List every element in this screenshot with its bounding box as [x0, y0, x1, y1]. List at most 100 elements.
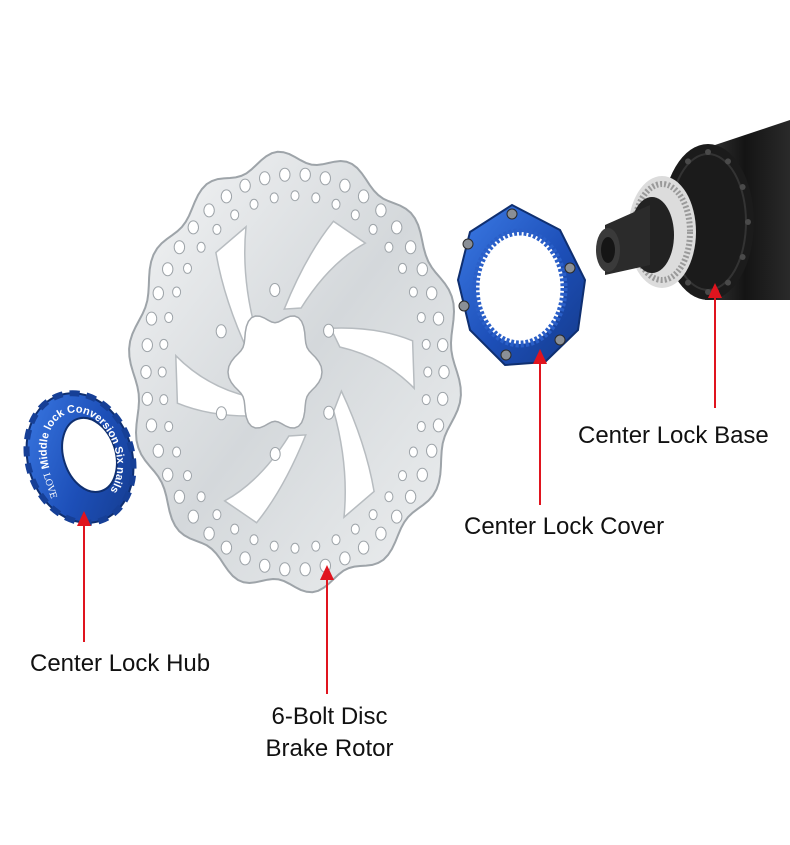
rotor-vent-hole — [279, 562, 291, 577]
rotor-vent-hole — [152, 443, 165, 458]
rotor-vent-hole — [416, 421, 426, 432]
rotor-vent-hole — [164, 421, 174, 432]
hub-spoke-hole — [685, 158, 691, 165]
rotor-vent-hole — [350, 209, 360, 221]
rotor-vent-hole — [140, 365, 152, 379]
rotor-vent-hole — [408, 286, 418, 298]
rotor-vent-hole — [299, 562, 311, 577]
rotor-vent-hole — [259, 558, 271, 573]
rotor-vent-hole — [164, 312, 174, 323]
label-center-lock-base: Center Lock Base — [578, 422, 769, 449]
rotor-vent-hole — [357, 189, 370, 204]
rotor-vent-hole — [311, 192, 321, 204]
rotor-bolt-hole — [323, 405, 335, 420]
rotor-spoke-cutout — [215, 225, 258, 355]
rotor-vent-hole — [203, 526, 215, 541]
rotor-spoke-cutout — [283, 220, 367, 310]
rotor-vent-hole — [290, 190, 300, 202]
rotor-vent-hole — [432, 418, 445, 433]
hub-spoke-hole — [685, 279, 691, 286]
rotor-vent-hole — [187, 220, 200, 235]
rotor-vent-hole — [391, 509, 403, 524]
rotor-vent-hole — [230, 209, 240, 221]
rotor-vent-hole — [339, 551, 351, 566]
rotor-vent-hole — [183, 470, 192, 482]
rotor-vent-hole — [172, 446, 182, 458]
rotor-vent-hole — [196, 491, 206, 503]
hub-spoke-hole — [705, 149, 711, 155]
rotor-vent-hole — [173, 489, 186, 504]
rotor-vent-hole — [416, 262, 428, 277]
rotor-spoke-cutout — [329, 327, 416, 391]
rotor-vent-hole — [408, 446, 418, 458]
rotor-vent-hole — [183, 262, 192, 274]
rotor-vent-hole — [203, 203, 215, 218]
rotor-vent-hole — [432, 311, 445, 326]
rotor-vent-hole — [416, 312, 426, 323]
hub-spoke-hole — [725, 158, 731, 165]
rotor-vent-hole — [269, 540, 279, 552]
rotor-vent-hole — [239, 551, 251, 566]
rotor-vent-hole — [368, 509, 378, 521]
rotor-vent-hole — [319, 171, 331, 186]
rotor-vent-hole — [220, 189, 233, 204]
rotor-vent-hole — [141, 338, 154, 353]
label-rotor-line2: Brake Rotor — [265, 735, 394, 763]
rotor-vent-hole — [212, 509, 222, 521]
rotor-bolt-hole — [323, 323, 335, 338]
center-lock-cover-part — [456, 203, 587, 367]
rotor-vent-hole — [391, 220, 403, 235]
rotor-vent-hole — [398, 470, 407, 482]
rotor-vent-hole — [331, 198, 341, 210]
hub-spoke-hole — [705, 289, 711, 295]
rotor-vent-hole — [398, 262, 407, 274]
rotor-vent-hole — [290, 542, 300, 554]
rotor-spoke-cutout — [174, 353, 261, 417]
rotor-vent-hole — [141, 391, 154, 406]
hub-spoke-hole — [739, 254, 746, 260]
rotor-vent-hole — [437, 338, 449, 353]
rotor-vent-hole — [172, 286, 182, 298]
arrow-center-lock-base — [708, 283, 722, 408]
arrow-center-lock-hub — [77, 511, 91, 642]
rotor-spoke-cutout — [332, 389, 375, 519]
rotor-vent-hole — [404, 240, 417, 255]
hub-spoke-hole — [739, 184, 746, 190]
rotor-vent-hole — [259, 171, 271, 186]
rotor-vent-hole — [269, 192, 279, 204]
rotor-vent-hole — [404, 489, 417, 504]
rotor-vent-hole — [311, 540, 321, 552]
rotor-vent-hole — [145, 418, 158, 433]
rotor-vent-hole — [230, 523, 240, 535]
hub-spoke-hole — [745, 219, 751, 225]
rotor-vent-hole — [438, 365, 450, 379]
rotor-vent-hole — [357, 540, 370, 555]
rotor-vent-hole — [384, 241, 394, 253]
rotor-vent-hole — [159, 338, 169, 350]
label-disc-brake-rotor: 6-Bolt Disc Brake Rotor — [252, 701, 407, 766]
rotor-vent-hole — [416, 467, 428, 482]
rotor-bolt-hole — [215, 324, 227, 339]
rotor-vent-hole — [421, 394, 431, 406]
rotor-vent-hole — [145, 311, 158, 326]
rotor-vent-hole — [375, 526, 387, 541]
hub-spoke-hole — [725, 279, 731, 286]
rotor-vent-hole — [350, 523, 360, 535]
center-lock-hub-part: Middle lock Conversion Six nails LOVE — [23, 390, 137, 526]
rotor-vent-hole — [368, 223, 378, 235]
label-center-lock-cover: Center Lock Cover — [464, 513, 665, 540]
rotor-vent-hole — [249, 534, 259, 546]
arrow-rotor — [320, 565, 334, 694]
rotor-vent-hole — [331, 534, 341, 546]
rotor-vent-hole — [426, 286, 438, 301]
rotor-vent-hole — [421, 338, 431, 350]
label-rotor-line1: 6-Bolt Disc — [271, 703, 388, 730]
rotor-vent-hole — [159, 394, 169, 406]
arrow-center-lock-cover — [533, 349, 547, 505]
rotor-vent-hole — [196, 241, 206, 253]
rotor-vent-hole — [152, 286, 165, 301]
rotor-vent-hole — [173, 240, 186, 255]
label-center-lock-hub: Center Lock Hub — [30, 650, 211, 677]
rotor-vent-hole — [162, 262, 174, 277]
